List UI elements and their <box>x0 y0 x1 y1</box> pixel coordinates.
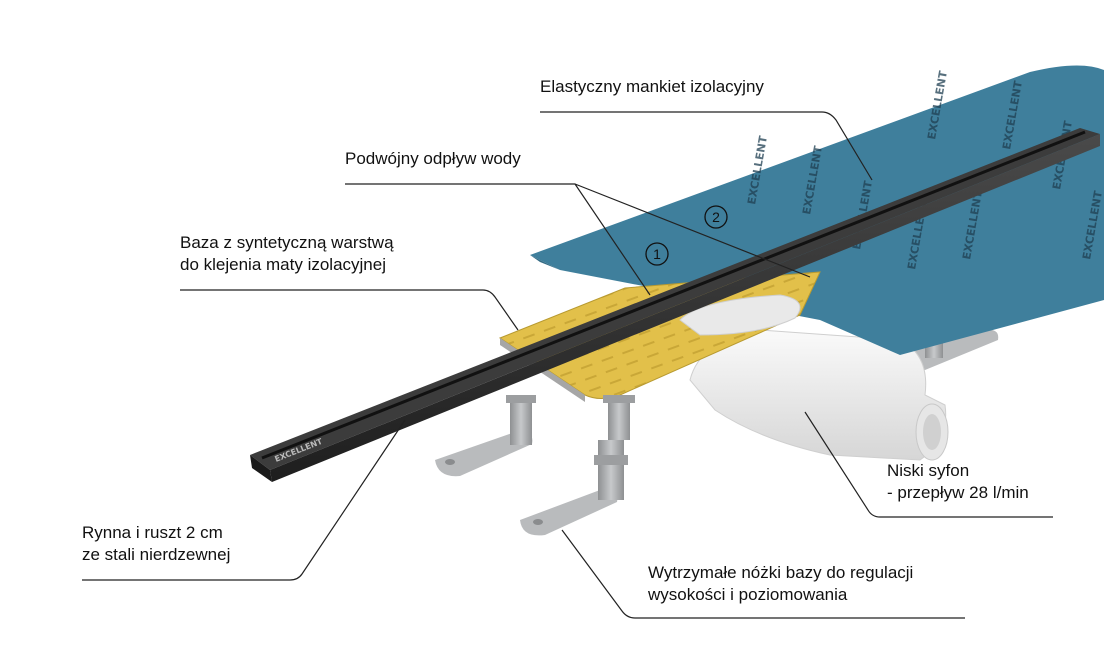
foot-front-left <box>435 395 536 477</box>
isolation-cuff <box>530 65 1104 356</box>
label-cuff: Elastyczny mankiet izolacyjny <box>540 77 764 96</box>
label-feet: Wytrzymałe nóżki bazy do regulacji wysok… <box>648 563 914 604</box>
label-siphon: Niski syfon - przepływ 28 l/min <box>887 461 1029 502</box>
foot-front-center <box>520 395 635 536</box>
marker-1: 1 <box>645 242 669 266</box>
leader-cuff <box>540 111 873 181</box>
marker-1-number: 1 <box>653 246 661 262</box>
drain-gutter: EXCELLENT <box>250 128 1100 482</box>
leader-gutter <box>82 419 406 581</box>
marker-2: 2 <box>704 205 728 229</box>
leader-feet <box>561 529 965 619</box>
leader-base <box>180 289 519 331</box>
label-double-drain: Podwójny odpływ wody <box>345 149 521 168</box>
label-gutter: Rynna i ruszt 2 cm ze stali nierdzewnej <box>82 523 231 564</box>
leader-siphon <box>804 411 1053 518</box>
marker-2-number: 2 <box>712 209 720 225</box>
leader-double-drain <box>345 183 811 296</box>
label-base: Baza z syntetyczną warstwą do klejenia m… <box>180 233 394 274</box>
